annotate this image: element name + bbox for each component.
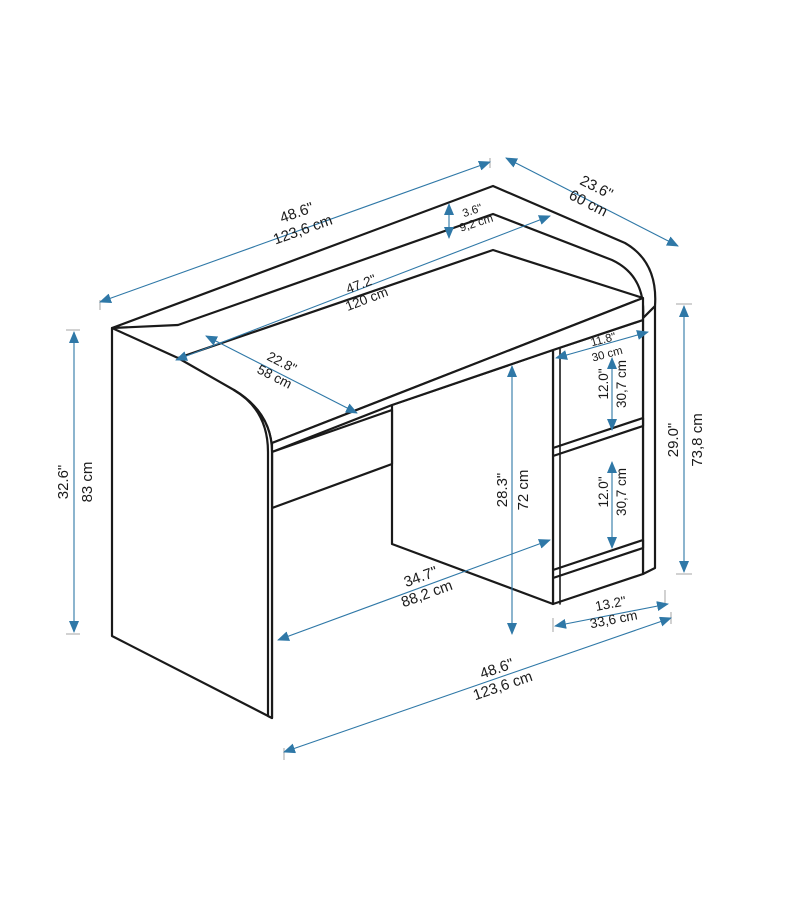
desk-height-imperial: 29.0" bbox=[665, 423, 682, 458]
label-knee-height: 28.3" 72 cm bbox=[494, 470, 532, 511]
label-knee-width: 34.7" 88,2 cm bbox=[399, 563, 455, 611]
label-shelf-gap-lower: 12.0" 30,7 cm bbox=[596, 468, 629, 516]
label-rail-height: 3.6" 9,2 cm bbox=[458, 202, 495, 234]
shelf-gap-lower-imperial: 12.0" bbox=[596, 476, 611, 507]
shelf-width-imperial: 13.2" bbox=[594, 593, 628, 614]
shelf-gap-lower-metric: 30,7 cm bbox=[614, 468, 629, 516]
label-top-depth: 23.6" 60 cm bbox=[566, 172, 615, 220]
dim-line-inner-depth bbox=[205, 335, 358, 414]
label-shelf-gap-upper: 12.0" 30,7 cm bbox=[596, 360, 629, 408]
label-shelf-width: 13.2" 33,6 cm bbox=[589, 593, 639, 631]
dim-line-shelf-depth bbox=[555, 330, 649, 360]
dim-line-bottom-width bbox=[283, 616, 672, 754]
label-desk-height: 29.0" 73,8 cm bbox=[665, 413, 706, 466]
shelf-side-panel bbox=[641, 304, 657, 576]
label-total-height: 32.6" 83 cm bbox=[55, 462, 96, 503]
label-bottom-width: 48.6" 123,6 cm bbox=[471, 655, 535, 704]
total-height-metric: 83 cm bbox=[79, 462, 96, 503]
label-top-width: 48.6" 123,6 cm bbox=[271, 199, 335, 248]
shelf-gap-upper-imperial: 12.0" bbox=[596, 368, 611, 399]
shelf-gap-upper-metric: 30,7 cm bbox=[614, 360, 629, 408]
knee-height-metric: 72 cm bbox=[515, 470, 532, 511]
desk-height-metric: 73,8 cm bbox=[689, 413, 706, 466]
total-height-imperial: 32.6" bbox=[55, 465, 72, 500]
dim-line-top-depth bbox=[505, 157, 679, 247]
knee-height-imperial: 28.3" bbox=[494, 473, 511, 508]
rail-height-imperial: 3.6" bbox=[461, 202, 484, 220]
dimension-lines bbox=[66, 157, 692, 760]
desk-drawing bbox=[110, 184, 657, 720]
